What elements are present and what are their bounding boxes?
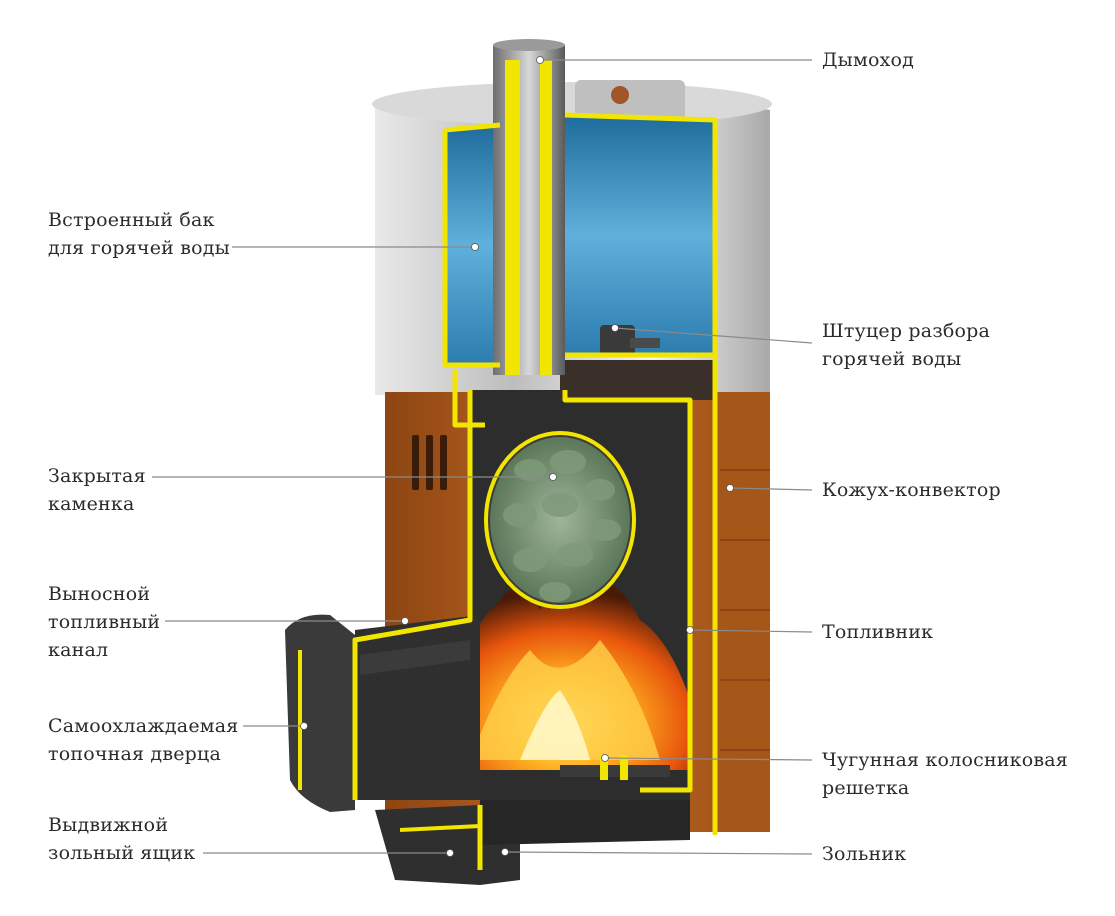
label-ash-drawer: Выдвижной зольный ящик xyxy=(48,811,195,867)
label-line: каменка xyxy=(48,493,135,515)
label-fuel-channel: Выносной топливный канал xyxy=(48,580,160,664)
leader-ash-pit xyxy=(504,851,813,855)
label-grate: Чугунная колосниковая решетка xyxy=(822,746,1068,802)
fuel-channel xyxy=(355,615,480,800)
label-water-tank: Встроенный бак для горячей воды xyxy=(48,206,230,262)
label-fire-door: Самоохлаждаемая топочная дверца xyxy=(48,712,238,768)
convector-vents xyxy=(412,435,447,490)
fire xyxy=(440,582,690,770)
label-chimney: Дымоход xyxy=(822,46,914,74)
label-line: Кожух-конвектор xyxy=(822,479,1001,501)
cutaway-outlines xyxy=(352,112,718,870)
dot-chimney xyxy=(536,56,544,64)
label-line: для горячей воды xyxy=(48,237,231,259)
chimney-pipe xyxy=(493,39,565,375)
label-convector-casing: Кожух-конвектор xyxy=(822,476,1001,504)
water-cavity xyxy=(445,115,715,365)
label-line: Выдвижной xyxy=(48,814,169,836)
label-line: Топливник xyxy=(822,621,934,643)
leader-lines xyxy=(152,59,813,855)
label-line: Штуцер разбора xyxy=(822,320,991,342)
hot-water-fitting xyxy=(600,325,660,355)
pointer-dots xyxy=(300,56,734,857)
dot-firebox xyxy=(686,626,694,634)
label-firebox: Топливник xyxy=(822,618,933,646)
label-line: топливный xyxy=(48,611,161,633)
leader-firebox xyxy=(689,629,813,633)
dot-ash-drawer xyxy=(446,849,454,857)
label-line: Выносной xyxy=(48,583,151,605)
label-closed-heater: Закрытая каменка xyxy=(48,462,146,518)
label-line: Самоохлаждаемая xyxy=(48,715,239,737)
dot-fire-door xyxy=(300,722,308,730)
dot-convector xyxy=(726,484,734,492)
fire-door-shape xyxy=(285,614,355,812)
label-line: зольный ящик xyxy=(48,842,196,864)
leader-hot-water-fitting xyxy=(614,327,813,344)
label-line: топочная дверца xyxy=(48,743,221,765)
label-line: канал xyxy=(48,639,109,661)
label-line: Зольник xyxy=(822,843,907,865)
dot-ash-pit xyxy=(501,848,509,856)
dot-grate xyxy=(601,754,609,762)
ash-pit-shape xyxy=(480,800,690,845)
grate-shape xyxy=(560,755,670,780)
dot-closed-heater xyxy=(549,473,557,481)
label-ash-pit: Зольник xyxy=(822,840,906,868)
label-line: Дымоход xyxy=(822,49,915,71)
label-line: Встроенный бак xyxy=(48,209,215,231)
label-hot-water-fitting: Штуцер разбора горячей воды xyxy=(822,317,990,373)
leader-grate xyxy=(604,757,813,761)
leader-convector xyxy=(729,487,813,491)
dot-water-tank xyxy=(471,243,479,251)
label-line: решетка xyxy=(822,777,910,799)
tank-lid-knob xyxy=(611,86,629,104)
label-line: Чугунная колосниковая xyxy=(822,749,1068,771)
dot-hot-water-fitting xyxy=(611,324,619,332)
label-line: Закрытая xyxy=(48,465,146,487)
heater-stones xyxy=(484,431,636,609)
label-line: горячей воды xyxy=(822,348,962,370)
dot-fuel-channel xyxy=(401,617,409,625)
